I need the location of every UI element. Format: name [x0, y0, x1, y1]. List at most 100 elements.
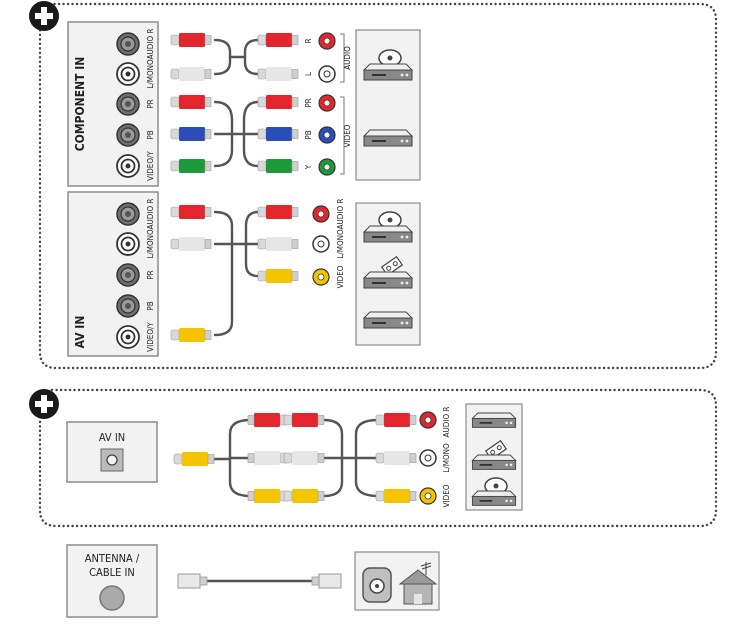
section-1: COMPONENT IN AUDIO R L/MONO PR PB VIDEO/…	[29, 1, 718, 370]
plug-red	[170, 32, 212, 48]
jack-video-y	[116, 154, 140, 178]
device-port-label: VIDEO	[336, 265, 345, 288]
av-plugs-right	[257, 204, 299, 284]
plug-white	[283, 450, 325, 466]
plug-white	[257, 66, 299, 82]
plug-white	[170, 66, 212, 82]
device-port-label: L	[304, 72, 313, 76]
antenna-jack	[99, 585, 125, 611]
section-2-plugs	[173, 412, 417, 504]
antenna-section: ANTENNA / CABLE IN	[66, 544, 440, 618]
jack-video-y	[116, 325, 140, 349]
section-2-border	[38, 388, 718, 528]
plug-white	[375, 450, 417, 466]
plug-red	[170, 94, 212, 110]
video-bracket	[340, 96, 345, 175]
set-top-box-icon	[363, 129, 413, 147]
port-label: L/MONO	[146, 229, 155, 259]
av-in-panel-2: AV IN	[66, 421, 158, 483]
section-2-device-jacks: AUDIO R L/MONO VIDEO	[419, 407, 451, 507]
plug-red	[257, 32, 299, 48]
plug-red	[375, 412, 417, 428]
video-bracket-gap	[345, 120, 353, 152]
jack-pr	[116, 263, 140, 287]
device-port-label: L/MONO	[442, 443, 451, 473]
device-port-label: R	[304, 39, 313, 44]
device-port-label: AUDIO R	[336, 199, 345, 230]
jack-blue-center	[323, 131, 331, 139]
jack-pr	[116, 92, 140, 116]
antenna-panel: ANTENNA / CABLE IN	[66, 544, 158, 618]
jack-white-center	[317, 240, 325, 248]
plug-red	[257, 204, 299, 220]
plug-green	[257, 158, 299, 174]
port-label: VIDEO/Y	[146, 151, 155, 181]
jack-pb	[116, 294, 140, 318]
jack-red-center	[323, 99, 331, 107]
plug-blue	[170, 126, 212, 142]
component-plugs-right	[257, 32, 299, 174]
house-antenna-icon	[398, 562, 438, 605]
jack-red-center	[317, 210, 325, 218]
vcr-icon	[363, 271, 413, 289]
dvd-player-icon	[363, 225, 413, 243]
jack-pb	[116, 123, 140, 147]
audio-bracket-gap	[345, 42, 353, 72]
wall-outlet-pin	[375, 584, 379, 588]
jack-white-center	[323, 70, 331, 78]
port-label: AUDIO R	[146, 29, 155, 60]
plus-badge-icon	[29, 389, 59, 419]
plug-green	[170, 158, 212, 174]
plug-yellow	[283, 488, 325, 504]
component-device-jacks: R L PR PB Y AUDIO VIDEO	[304, 32, 353, 176]
jack-audio-l	[116, 232, 140, 256]
av-device-jacks: AUDIO R L/MONO VIDEO	[312, 199, 345, 288]
audio-bracket	[340, 33, 345, 83]
component-plugs-left	[170, 32, 212, 174]
antenna-title-line2: CABLE IN	[89, 566, 135, 579]
component-device-panel	[355, 29, 421, 181]
device-port-label: PR	[304, 98, 313, 107]
plus-badge-icon	[29, 1, 59, 31]
jack-audio-r	[116, 32, 140, 56]
dvd-player-icon	[363, 63, 413, 81]
plug-yellow	[375, 488, 417, 504]
av-in-title: AV IN	[73, 316, 87, 349]
component-cables	[213, 38, 260, 168]
port-label: AUDIO R	[146, 199, 155, 230]
port-label: PR	[146, 270, 155, 279]
av-device-panel	[355, 202, 421, 346]
av-in-jack-hole	[106, 454, 118, 466]
jack-audio-l	[116, 62, 140, 86]
video-bracket-label: VIDEO	[343, 124, 352, 147]
component-in-panel: COMPONENT IN AUDIO R L/MONO PR PB VIDEO/…	[67, 21, 159, 187]
section-2: AV IN	[29, 388, 718, 528]
port-label: PB	[146, 130, 155, 139]
antenna-device-panel	[354, 551, 440, 611]
plug-yellow	[170, 327, 212, 343]
device-port-label: Y	[304, 164, 313, 170]
section-2-device-panel	[465, 403, 523, 511]
port-label: PR	[146, 99, 155, 108]
port-label: L/MONO	[146, 59, 155, 89]
jack-yellow-center	[317, 273, 325, 281]
set-top-box-icon	[363, 311, 413, 329]
jack-red-center	[323, 37, 331, 45]
component-in-title: COMPONENT IN	[73, 57, 87, 152]
plug-blue	[257, 126, 299, 142]
jack-white-center	[424, 454, 432, 462]
plug-white	[257, 236, 299, 252]
antenna-connector-right	[311, 573, 342, 589]
plug-red	[170, 204, 212, 220]
device-port-label: PB	[304, 130, 313, 139]
set-top-box-icon	[471, 412, 517, 428]
av-in-panel: AV IN AUDIO R L/MONO PR PB VIDEO/Y	[67, 191, 159, 357]
plug-white	[247, 450, 289, 466]
plug-red	[247, 412, 289, 428]
plug-red	[283, 412, 325, 428]
device-port-label: VIDEO	[442, 484, 451, 507]
dvd-player-icon	[471, 490, 517, 506]
plug-yellow	[173, 451, 215, 467]
av-cables	[213, 210, 260, 337]
